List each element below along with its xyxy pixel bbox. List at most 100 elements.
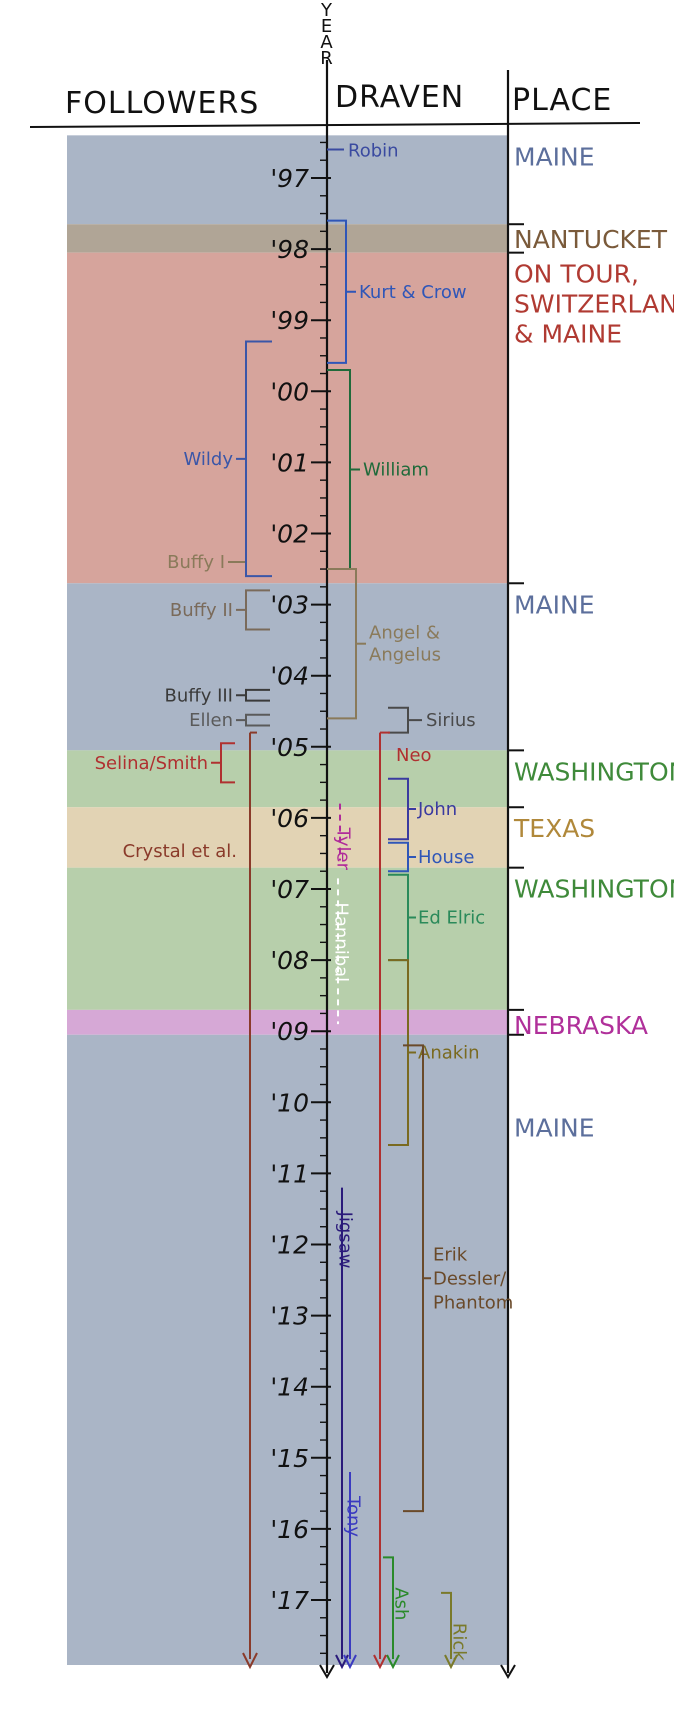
draven-label-line: Ed Elric — [418, 907, 485, 928]
draven-bracket — [388, 706, 422, 734]
draven-line — [383, 1556, 394, 1659]
place-axis-arrowhead — [500, 1664, 516, 1679]
draven-arrowhead — [444, 1654, 458, 1670]
draven-label-line: Angel & — [369, 623, 440, 644]
draven-label: Robin — [348, 141, 399, 162]
place-band — [67, 583, 507, 751]
place-label-line: NEBRASKA — [514, 1011, 648, 1040]
follower-label: Buffy III — [165, 685, 233, 706]
year-tick-label: '02 — [270, 520, 309, 549]
place-band — [67, 867, 507, 1010]
follower-label: Wildy — [184, 449, 234, 470]
place-label: MAINE — [514, 590, 595, 619]
place-label-line: SWITZERLAND — [514, 290, 674, 319]
follower-bracket — [211, 742, 235, 784]
place-label-line: MAINE — [514, 142, 595, 171]
year-label-letter: A — [320, 32, 333, 53]
follower-label: Buffy II — [170, 600, 233, 621]
draven-label: Neo — [396, 745, 432, 766]
place-label: TEXAS — [513, 814, 595, 843]
draven-label: Tyler — [333, 827, 354, 871]
year-tick-label: '01 — [270, 448, 309, 477]
draven-label: Sirius — [426, 710, 476, 731]
follower-label: Crystal et al. — [123, 841, 237, 862]
draven-label-line: Angelus — [369, 645, 441, 666]
draven-label: Hannibal — [331, 902, 352, 982]
draven-label: Ash — [391, 1587, 412, 1620]
follower-bracket — [236, 340, 272, 578]
follower-bracket — [236, 713, 270, 727]
draven-title: DRAVEN — [335, 80, 464, 115]
place-label: MAINE — [514, 142, 595, 171]
year-tick-label: '06 — [270, 804, 309, 833]
year-tick-label: '97 — [270, 164, 309, 193]
year-tick-label: '10 — [270, 1088, 309, 1117]
year-tick-label: '99 — [270, 306, 309, 335]
year-tick-label: '04 — [270, 662, 309, 691]
place-label: WASHINGTON — [514, 757, 674, 786]
draven-label-line: Kurt & Crow — [359, 282, 467, 303]
place-band — [67, 750, 507, 808]
place-label-line: MAINE — [514, 590, 595, 619]
place-label-line: MAINE — [514, 1113, 595, 1142]
follower-bracket — [236, 688, 270, 702]
follower-bracket — [236, 589, 270, 631]
place-label: NEBRASKA — [514, 1011, 648, 1040]
draven-bracket — [403, 1044, 431, 1513]
place-label-line: WASHINGTON — [514, 757, 674, 786]
draven-label: Kurt & Crow — [359, 282, 467, 303]
draven-label: Tony — [343, 1495, 364, 1537]
place-label: WASHINGTON — [514, 875, 674, 904]
place-label-line: ON TOUR, — [514, 260, 639, 289]
year-tick-label: '05 — [270, 733, 309, 762]
year-tick-label: '07 — [270, 875, 309, 904]
draven-arrowhead — [343, 1654, 357, 1670]
year-label-letter: R — [320, 48, 334, 69]
draven-label-line: John — [417, 799, 457, 820]
place-label-line: WASHINGTON — [514, 875, 674, 904]
draven-label: William — [363, 460, 429, 481]
follower-label: Buffy I — [167, 552, 225, 573]
year-tick-label: '17 — [270, 1586, 309, 1615]
draven-label-line: Dessler/ — [433, 1268, 507, 1289]
draven-arrowhead — [373, 1654, 387, 1670]
draven-label: Jigsaw — [335, 1211, 356, 1269]
place-label: ON TOUR,SWITZERLAND& MAINE — [514, 260, 674, 349]
place-band — [67, 252, 507, 584]
year-tick-label: '03 — [270, 591, 309, 620]
draven-label-line: Erik — [433, 1244, 468, 1265]
draven-arrowhead — [386, 1654, 400, 1670]
year-tick-label: '14 — [270, 1373, 309, 1402]
year-tick-label: '15 — [270, 1444, 309, 1473]
draven-label: Ed Elric — [418, 907, 485, 928]
place-label-line: & MAINE — [514, 320, 622, 349]
draven-label: Rick — [449, 1623, 470, 1661]
place-band — [67, 224, 507, 253]
place-label: NANTUCKET — [514, 225, 668, 254]
follower-arrowhead — [242, 1652, 258, 1670]
place-title: PLACE — [512, 83, 612, 118]
header-rule — [29, 122, 641, 128]
place-label-line: NANTUCKET — [514, 225, 668, 254]
year-tick-label: '00 — [270, 377, 309, 406]
followers-title: FOLLOWERS — [65, 86, 259, 121]
year-tick-label: '11 — [270, 1159, 309, 1188]
draven-bracket — [388, 841, 416, 873]
year-tick-label: '09 — [270, 1017, 309, 1046]
draven-label-line: Phantom — [433, 1292, 513, 1313]
place-labels: MAINE NANTUCKET ON TOUR,SWITZERLAND& MAINE… — [513, 142, 674, 1142]
place-band — [67, 1034, 507, 1665]
draven-bracket — [388, 777, 416, 841]
place-label-line: TEXAS — [513, 814, 595, 843]
axes: '97'98'99'00'01'02'03'04'05'06'07'08'09'… — [29, 60, 641, 1679]
draven-label-line: House — [418, 847, 474, 868]
year-tick-label: '08 — [270, 946, 309, 975]
draven-label: Angel &Angelus — [369, 623, 441, 666]
draven-label: John — [417, 799, 457, 820]
place-band — [67, 135, 507, 225]
